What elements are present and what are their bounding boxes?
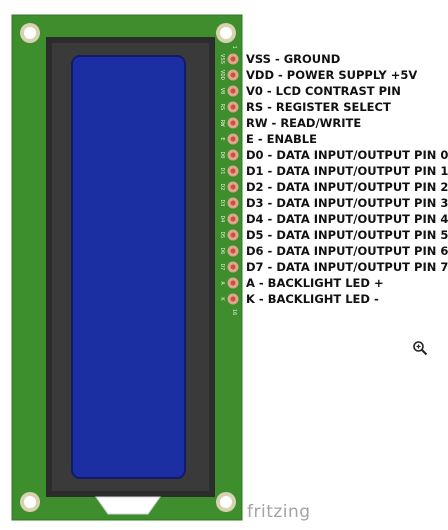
pin-pad-icon	[227, 277, 239, 289]
pin-pad-icon	[227, 261, 239, 273]
pin-pad-icon	[227, 117, 239, 129]
silkscreen-pin-label: D0	[219, 152, 225, 159]
pin-pad-icon	[227, 69, 239, 81]
silkscreen-pin-label: VDD	[219, 70, 225, 80]
pin-pad-icon	[227, 293, 239, 305]
mounting-hole-icon	[20, 492, 40, 512]
silkscreen-pin-label: RS	[219, 104, 225, 111]
silkscreen-pin-label: D7	[219, 264, 225, 271]
zoom-in-icon[interactable]	[412, 340, 428, 356]
flex-connector	[95, 496, 161, 515]
silkscreen-pin-label: D3	[219, 200, 225, 207]
pin-pad-icon	[227, 101, 239, 113]
silkscreen-pin-label: K	[219, 297, 225, 301]
silkscreen-pin-label: D1	[219, 168, 225, 175]
pin-label: D7 - DATA INPUT/OUTPUT PIN 7	[246, 260, 448, 274]
pin-pad-icon	[227, 165, 239, 177]
silkscreen-pin-label: RW	[219, 120, 225, 127]
silkscreen-pin-label: D6	[219, 248, 225, 255]
pin-label: V0 - LCD CONTRAST PIN	[246, 84, 401, 98]
pin-header	[227, 53, 239, 305]
pin-label: D5 - DATA INPUT/OUTPUT PIN 5	[246, 228, 448, 242]
pin-pad-icon	[227, 53, 239, 65]
mounting-hole-icon	[20, 23, 40, 43]
silkscreen-pin-label: D5	[219, 232, 225, 239]
pin-pad-icon	[227, 229, 239, 241]
silkscreen-pin-label: A	[219, 281, 225, 285]
lcd-screen	[71, 55, 186, 479]
pin-label: D4 - DATA INPUT/OUTPUT PIN 4	[246, 212, 448, 226]
pin-pad-icon	[227, 245, 239, 257]
pin-label: D0 - DATA INPUT/OUTPUT PIN 0	[246, 148, 448, 162]
mounting-hole-icon	[216, 492, 236, 512]
pin-label: D6 - DATA INPUT/OUTPUT PIN 6	[246, 244, 448, 258]
pin-label: K - BACKLIGHT LED -	[246, 292, 379, 306]
silkscreen-pin-label: D2	[219, 184, 225, 191]
silkscreen-pin-label: E	[219, 137, 225, 140]
pin-label: RW - READ/WRITE	[246, 116, 362, 130]
pin-label: D3 - DATA INPUT/OUTPUT PIN 3	[246, 196, 448, 210]
pin-label: E - ENABLE	[246, 132, 317, 146]
fritzing-logo: fritzing	[247, 502, 311, 522]
pin-pad-icon	[227, 85, 239, 97]
pin-label: VSS - GROUND	[246, 52, 341, 66]
pin-label: RS - REGISTER SELECT	[246, 100, 391, 114]
silkscreen-pin-number: 1	[231, 45, 237, 48]
pin-label: VDD - POWER SUPPLY +5V	[246, 68, 418, 82]
silkscreen-pin-label: V0	[219, 88, 225, 95]
pin-label: A - BACKLIGHT LED +	[246, 276, 384, 290]
silkscreen-pin-number: 16	[231, 309, 237, 316]
pin-pad-icon	[227, 197, 239, 209]
pin-pad-icon	[227, 133, 239, 145]
silkscreen-pin-label: D4	[219, 216, 225, 223]
mounting-hole-icon	[216, 23, 236, 43]
pin-pad-icon	[227, 213, 239, 225]
pin-label: D1 - DATA INPUT/OUTPUT PIN 1	[246, 164, 448, 178]
pin-pad-icon	[227, 149, 239, 161]
silkscreen-pin-label: VSS	[219, 54, 225, 64]
pin-label: D2 - DATA INPUT/OUTPUT PIN 2	[246, 180, 448, 194]
pin-pad-icon	[227, 181, 239, 193]
